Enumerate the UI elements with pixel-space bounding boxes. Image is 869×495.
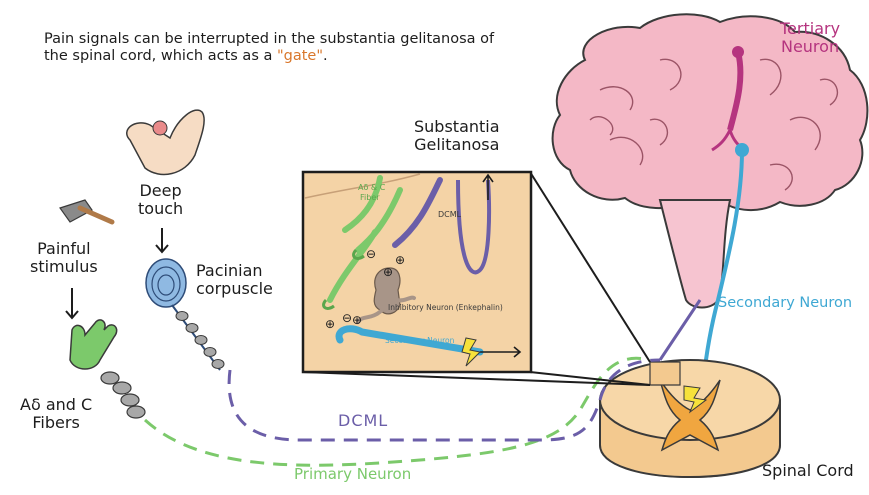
dcml-ascending	[660, 300, 700, 360]
inset-minus-2: ⊖	[342, 311, 352, 325]
inset-secondary-label: Secondary Neuron	[385, 336, 455, 345]
deep-touch-line-2: touch	[138, 200, 183, 218]
header-line-2-post: .	[323, 48, 328, 64]
substantia-label-line-2: Gelitanosa	[414, 136, 500, 154]
painful-line-1: Painful	[30, 240, 98, 258]
spinal-cord-label: Spinal Cord	[762, 462, 854, 480]
secondary-neuron-label: Secondary Neuron	[718, 295, 852, 312]
inset-plus-4: ⊕	[352, 313, 362, 327]
inset-inhibitory-label: Inhibitory Neuron (Enkephalin)	[388, 303, 503, 312]
hammer-icon	[60, 200, 112, 222]
pacinian-line-1: Pacinian	[196, 262, 273, 280]
tertiary-neuron-label: Tertiary Neuron	[780, 20, 840, 57]
deep-touch-line-1: Deep	[138, 182, 183, 200]
ad-c-fibers-label: Aδ and C Fibers	[20, 396, 92, 433]
primary-neuron-path	[145, 358, 650, 465]
adc-line-1: Aδ and C	[20, 396, 92, 414]
inset-fibers-label-1: Aδ & C	[358, 183, 386, 192]
inset-plus-1: ⊕	[383, 265, 393, 279]
header-line-1: Pain signals can be interrupted in the s…	[44, 31, 584, 48]
tertiary-label-line-1: Tertiary	[780, 20, 840, 38]
primary-neuron-label: Primary Neuron	[294, 466, 411, 483]
brain	[553, 14, 868, 307]
inset-dcml-label: DCML	[438, 210, 462, 219]
header-line-2: the spinal cord, which acts as a "gate".	[44, 48, 584, 65]
pacinian-corpuscle-label: Pacinian corpuscle	[196, 262, 273, 299]
inset-fibers-label-2: Fiber	[360, 193, 380, 202]
tertiary-label-line-2: Neuron	[780, 38, 840, 56]
substantia-label: Substantia Gelitanosa	[414, 118, 500, 155]
gate-word: "gate"	[277, 48, 323, 64]
pacinian-line-2: corpuscle	[196, 280, 273, 298]
painful-line-2: stimulus	[30, 258, 98, 276]
hand-icon	[127, 110, 204, 174]
inset-plus-3: ⊕	[325, 317, 335, 331]
substantia-label-line-1: Substantia	[414, 118, 500, 136]
spinal-cord	[600, 360, 780, 477]
header-line-2-pre: the spinal cord, which acts as a	[44, 48, 277, 64]
header-caption: Pain signals can be interrupted in the s…	[44, 31, 584, 64]
painful-stimulus-label: Painful stimulus	[30, 240, 98, 277]
dcml-label: DCML	[338, 412, 388, 430]
adc-line-2: Fibers	[20, 414, 92, 432]
inset-minus-1: ⊖	[366, 247, 376, 261]
deep-touch-label: Deep touch	[138, 182, 183, 219]
inset-plus-2: ⊕	[395, 253, 405, 267]
